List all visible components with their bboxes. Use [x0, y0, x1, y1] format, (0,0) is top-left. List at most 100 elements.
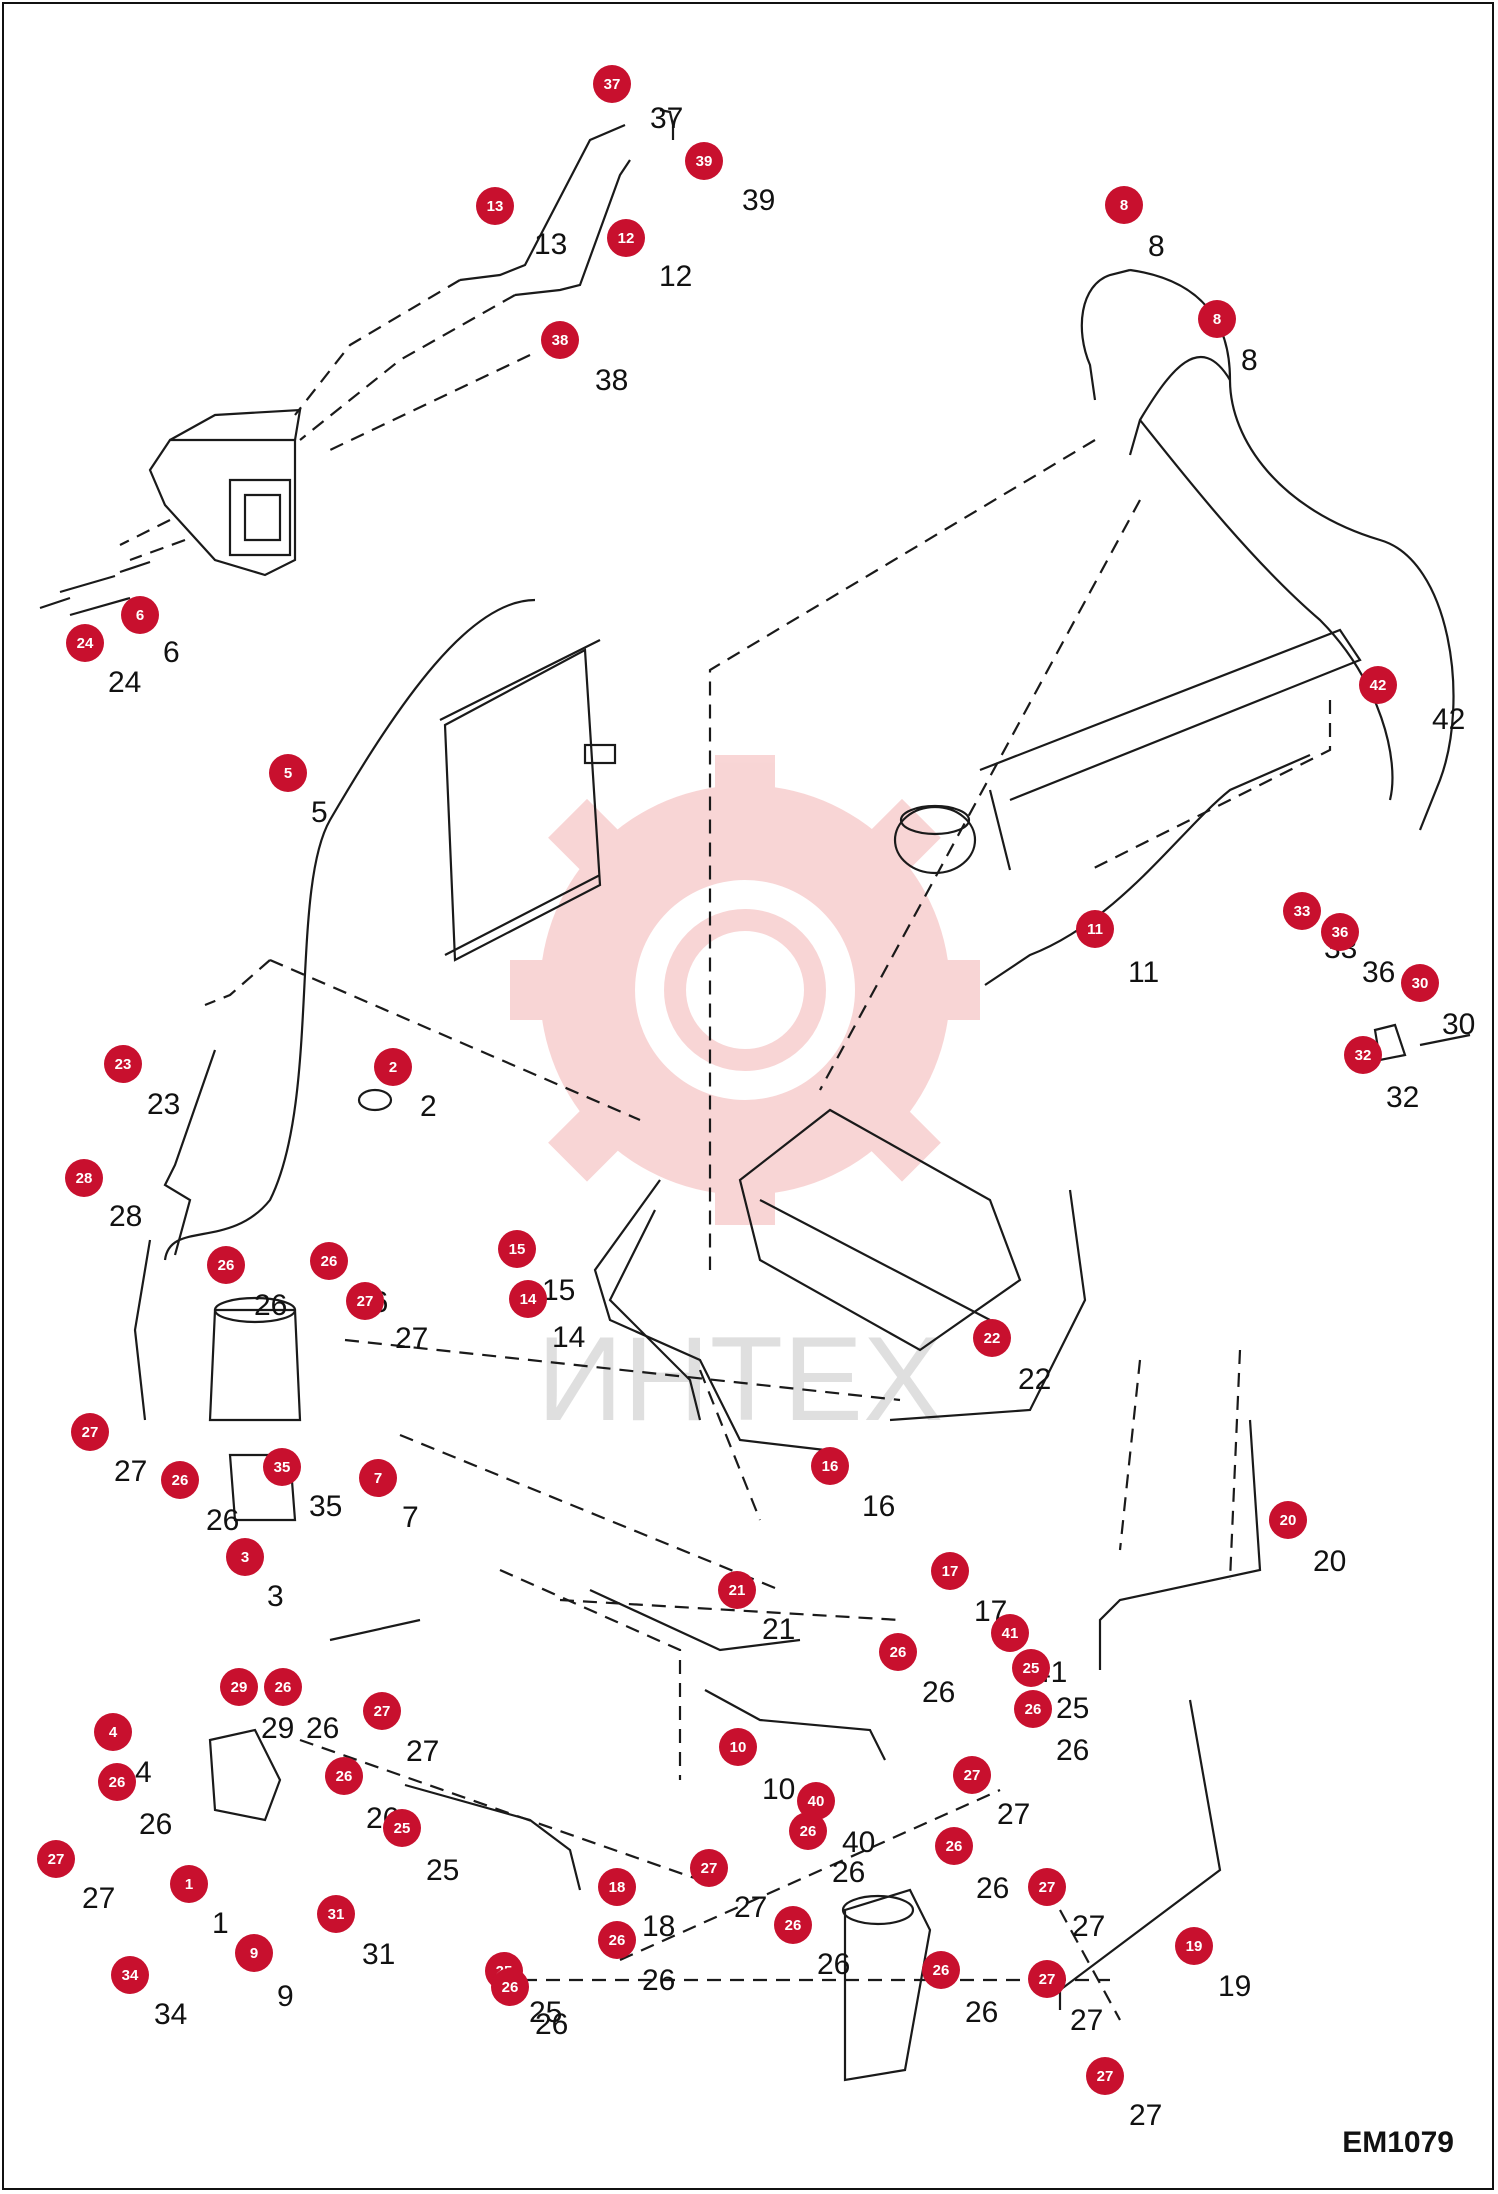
- callout-8: 88: [1105, 186, 1165, 263]
- callout-badge: [1028, 1868, 1066, 1906]
- tube-18: [404, 1783, 582, 1891]
- callout-number: 1: [212, 1907, 229, 1940]
- callout-badge-number: 10: [730, 1739, 747, 1756]
- callout-badge: [170, 1865, 208, 1903]
- callout-badge-number: 21: [729, 1582, 746, 1599]
- callout-badge-number: 11: [1087, 921, 1103, 938]
- callout-badge: [491, 1968, 529, 2006]
- callout-number: 28: [109, 1200, 142, 1233]
- callout-badge: [94, 1713, 132, 1751]
- callout-badge-number: 19: [1186, 1938, 1203, 1955]
- callout-number: 26: [817, 1948, 850, 1981]
- callout-number: 3: [267, 1580, 284, 1613]
- drawing-id-label: EM1079: [1342, 2126, 1454, 2159]
- callout-badge: [65, 1159, 103, 1197]
- callout-badge-number: 38: [552, 332, 569, 349]
- callout-badge: [220, 1668, 258, 1706]
- callout-badge-number: 18: [609, 1879, 626, 1896]
- callout-badge-number: 29: [231, 1679, 248, 1696]
- callout-badge-number: 26: [109, 1774, 126, 1791]
- callout-badge-number: 39: [696, 153, 713, 170]
- clamp-2: [357, 1088, 393, 1112]
- callout-number: 22: [1018, 1363, 1051, 1396]
- watermark-gear-logo: [510, 755, 980, 1225]
- callout-number: 9: [277, 1980, 294, 2013]
- callout-badge-number: 24: [77, 635, 94, 652]
- callout-number: 10: [762, 1773, 795, 1806]
- callout-badge-number: 37: [604, 76, 621, 93]
- callout-badge-number: 4: [109, 1724, 118, 1741]
- callout-number: 38: [595, 364, 628, 397]
- callout-number: 26: [254, 1289, 287, 1322]
- callout-number: 27: [1070, 2004, 1103, 2037]
- callout-badge: [317, 1895, 355, 1933]
- callout-badge-number: 20: [1280, 1512, 1297, 1529]
- frame-bracket: [148, 408, 302, 577]
- callout-badge-number: 27: [374, 1703, 391, 1720]
- callout-badge-number: 33: [1294, 903, 1311, 920]
- callout-badge-number: 8: [1213, 311, 1221, 328]
- callout-badge-number: 26: [172, 1472, 189, 1489]
- callout-badge: [498, 1230, 536, 1268]
- callout-9: 99: [235, 1934, 294, 2013]
- callout-38: 38 38: [541, 321, 628, 397]
- callout-number: 21: [762, 1613, 795, 1646]
- callout-badge: [383, 1809, 421, 1847]
- callout-21: 21 21: [718, 1571, 795, 1646]
- callout-number: 32: [1386, 1081, 1419, 1114]
- callout-badge: [121, 596, 159, 634]
- callout-badge: [718, 1571, 756, 1609]
- tube-21: [589, 1589, 801, 1652]
- callout-number: 26: [642, 1964, 675, 1997]
- callout-badge: [1076, 910, 1114, 948]
- callout-badge: [719, 1728, 757, 1766]
- callout-badge-number: 27: [1039, 1879, 1056, 1896]
- callout-badge: [346, 1282, 384, 1320]
- callout-badge: [922, 1951, 960, 1989]
- callout-badge: [66, 624, 104, 662]
- callout-badge: [1105, 186, 1143, 224]
- motor-3: [208, 1296, 302, 1522]
- hose-11: [984, 753, 1311, 986]
- callout-badge: [476, 187, 514, 225]
- callout-badge-number: 14: [520, 1291, 537, 1308]
- callout-badge-number: 42: [1370, 677, 1387, 694]
- callout-badge: [226, 1538, 264, 1576]
- callout-badge-number: 27: [48, 1851, 65, 1868]
- tube-37: [659, 108, 675, 140]
- callout-badge: [98, 1763, 136, 1801]
- callout-badge-number: 15: [509, 1241, 526, 1258]
- callout-number: 37: [650, 102, 683, 135]
- callout-number: 7: [402, 1501, 419, 1534]
- callout-badge-number: 26: [218, 1257, 235, 1274]
- heater-core: [439, 639, 617, 962]
- callout-badge: [797, 1782, 835, 1820]
- callout-number: 27: [997, 1798, 1030, 1831]
- callout-badge-number: 5: [284, 765, 292, 782]
- callout-badge-number: 34: [122, 1967, 139, 1984]
- callout-badge: [374, 1048, 412, 1086]
- callout-badge: [598, 1868, 636, 1906]
- callout-badge-number: 32: [1355, 1047, 1372, 1064]
- callout-number: 26: [965, 1996, 998, 2029]
- callout-badge-number: 26: [321, 1253, 338, 1270]
- rotary-swivel: [841, 1888, 932, 2082]
- callout-number: 23: [147, 1088, 180, 1121]
- callout-badge: [235, 1934, 273, 1972]
- callout-number: 27: [82, 1882, 115, 1915]
- callout-badge-number: 26: [1025, 1701, 1042, 1718]
